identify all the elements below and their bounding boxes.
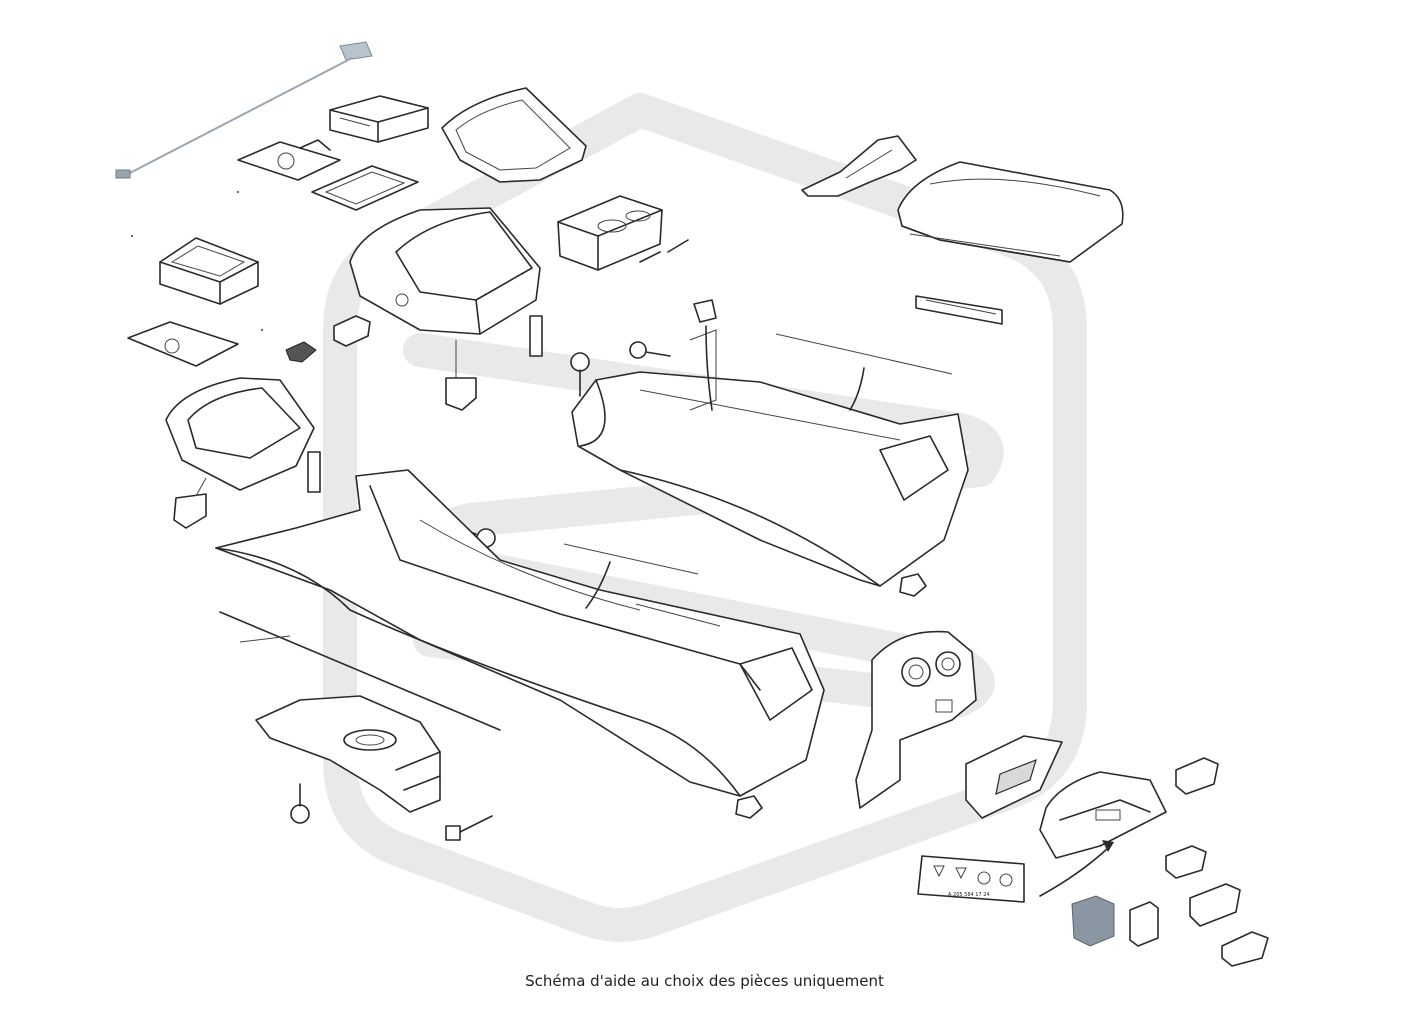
screw-post	[307, 315, 543, 493]
cupholder-assembly-upper[interactable]	[349, 207, 541, 335]
trim-strip-2	[563, 543, 699, 575]
assembly-arrow	[705, 325, 713, 411]
assembly-arrow	[585, 561, 611, 609]
storage-bin[interactable]	[159, 237, 259, 305]
center-console-front[interactable]	[215, 469, 825, 797]
phone-tray-mat[interactable]	[237, 139, 341, 181]
antenna-cable[interactable]	[115, 41, 373, 179]
phone-tray-mat-2[interactable]	[127, 321, 239, 367]
upper-trim-frame[interactable]	[441, 87, 587, 183]
warning-label[interactable]: A 205 584 17 24	[917, 855, 1025, 903]
arrow-head	[1102, 840, 1114, 852]
foam-pad-2	[173, 493, 207, 529]
foam-pad	[445, 377, 477, 411]
warning-label-text: A 205 584 17 24	[948, 892, 990, 898]
ashtray-insert[interactable]	[965, 735, 1063, 819]
trim-line-2	[239, 635, 291, 643]
trim-strip	[775, 333, 953, 375]
hinge-arm[interactable]	[801, 135, 917, 197]
switch-group	[1165, 757, 1269, 967]
trim-line	[219, 611, 501, 731]
usb-switch-1[interactable]	[285, 315, 371, 363]
control-module[interactable]	[329, 95, 429, 143]
air-vent-panel[interactable]	[855, 630, 977, 809]
armrest-lid[interactable]	[897, 161, 1124, 263]
diagram-caption: Schéma d'aide au choix des pièces unique…	[525, 972, 884, 990]
cover-frame[interactable]	[311, 165, 419, 211]
shift-lever-base[interactable]	[255, 695, 441, 813]
cupholder-assembly[interactable]	[557, 195, 689, 271]
assembly-arrow	[849, 367, 865, 411]
switch-bracket[interactable]	[915, 295, 1003, 325]
nut-2	[735, 795, 763, 819]
center-console-rear[interactable]	[571, 329, 969, 587]
clip	[693, 299, 717, 323]
bulb-holder	[445, 815, 493, 841]
assembly-arrow	[1039, 847, 1109, 897]
nut	[899, 573, 927, 597]
glove-box-insert[interactable]	[1039, 771, 1167, 859]
cupholder-assembly-lower[interactable]	[165, 377, 315, 491]
usb-switch[interactable]	[1071, 895, 1159, 947]
